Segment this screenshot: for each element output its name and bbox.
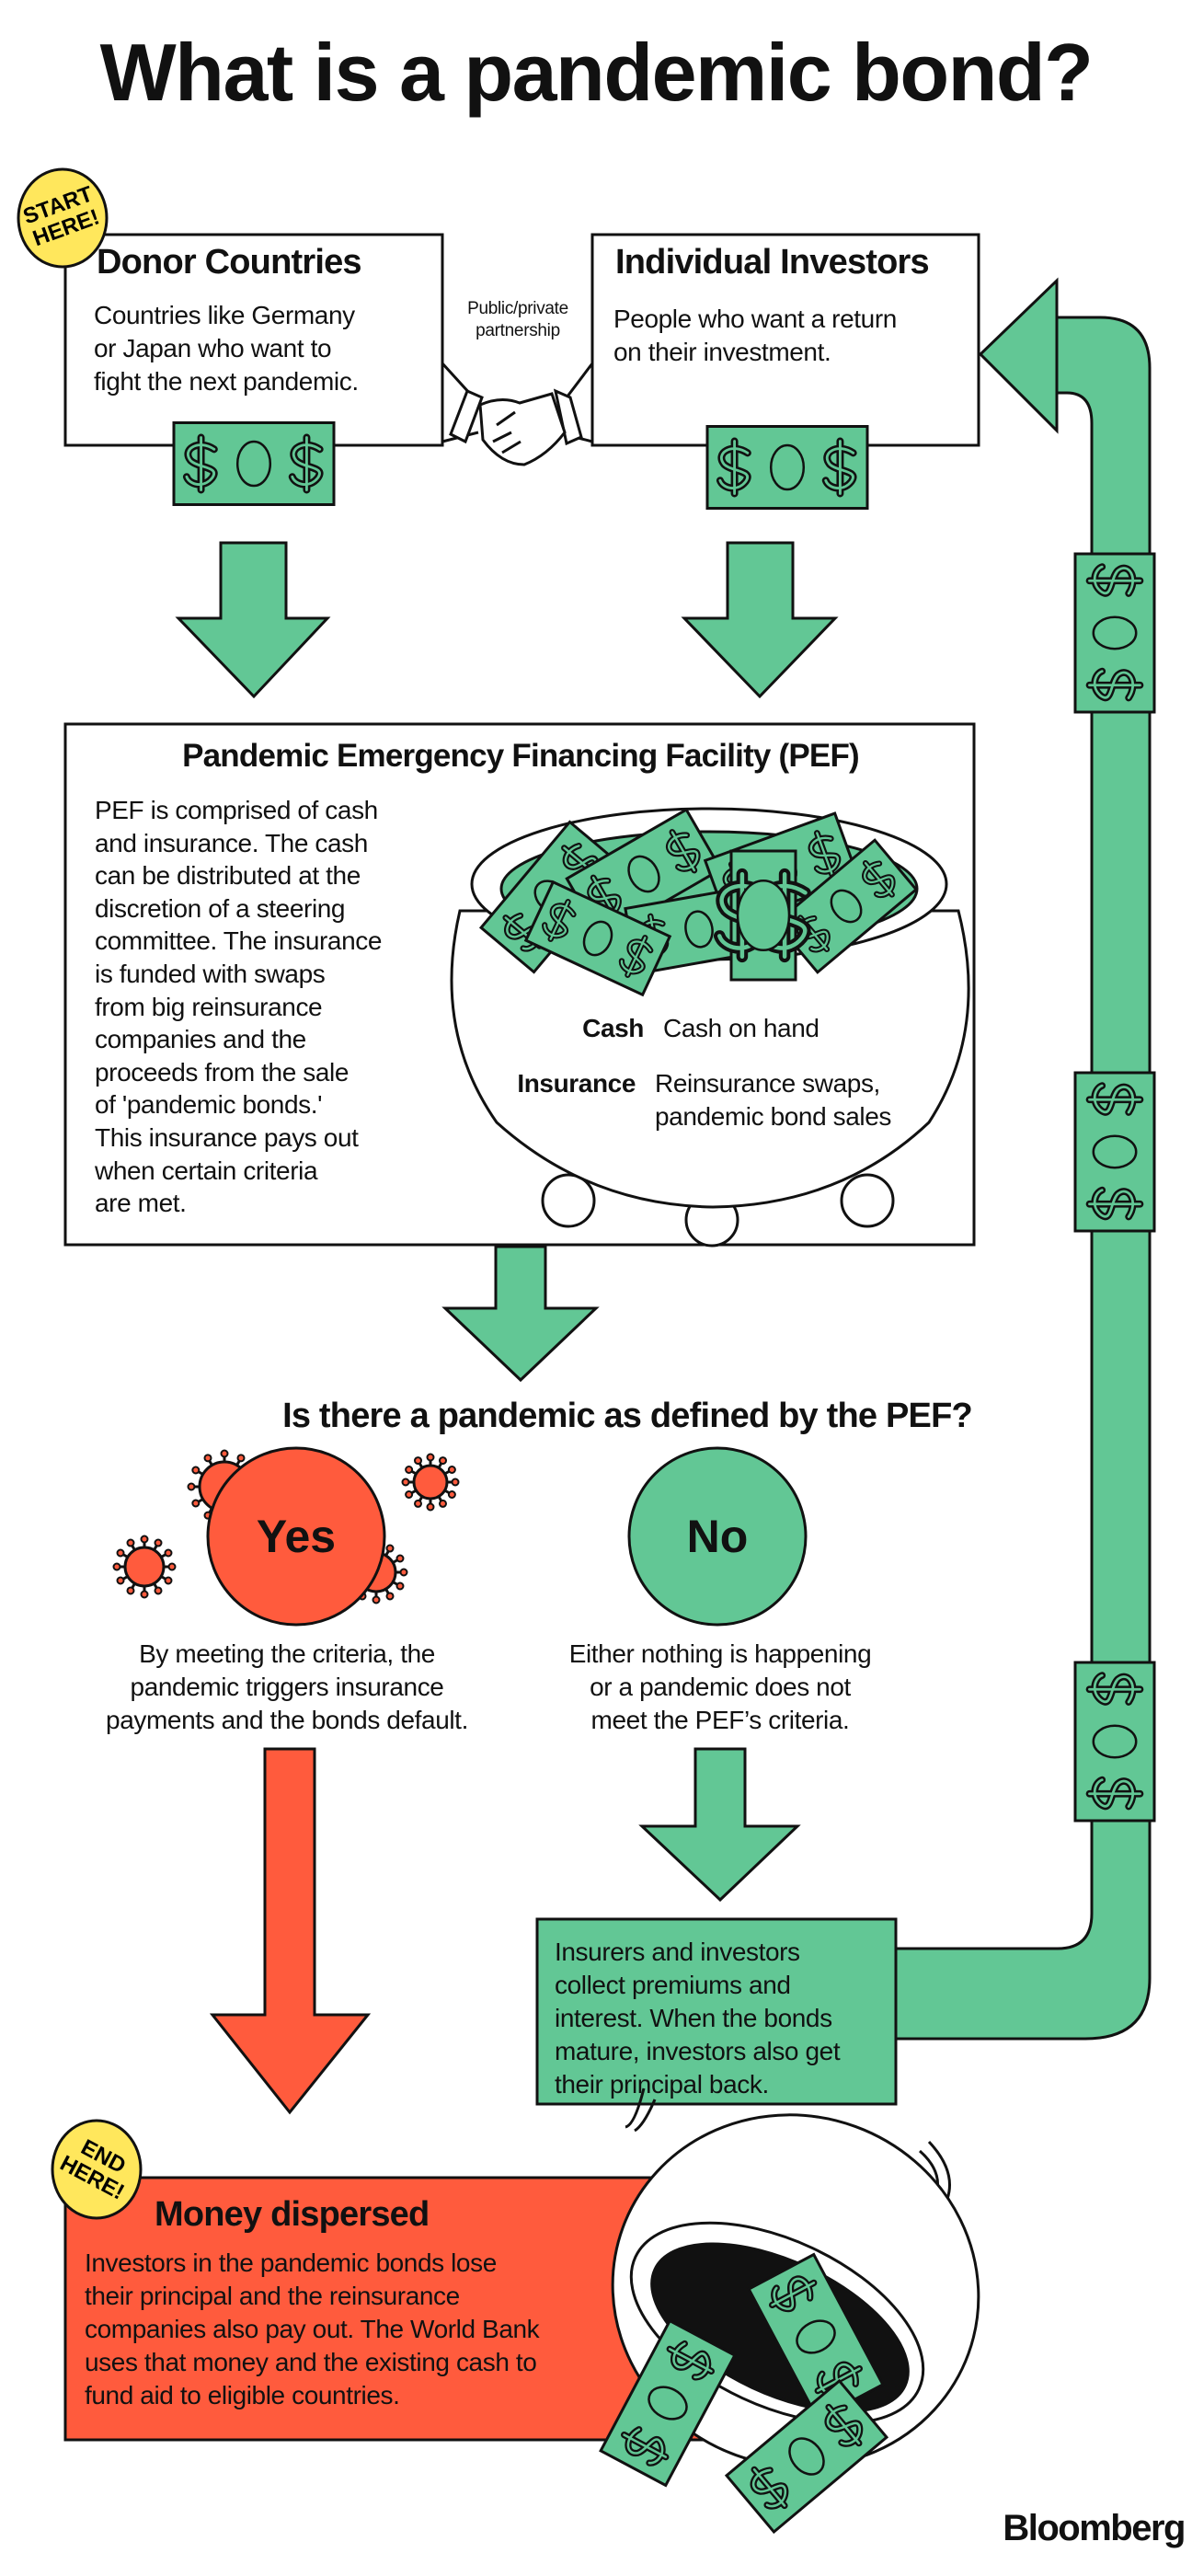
insurers-line: collect premiums and <box>555 1971 791 1999</box>
pef-line: and insurance. The cash <box>95 828 368 857</box>
partnership-label: Public/private partnership <box>467 298 568 342</box>
insurance-value-line: pandemic bond sales <box>655 1102 892 1131</box>
insurance-value: Reinsurance swaps, pandemic bond sales <box>655 1067 891 1133</box>
yes-description: By meeting the criteria, the pandemic tr… <box>106 1638 468 1737</box>
no-line: or a pandemic does not <box>590 1673 851 1701</box>
donor-title: Donor Countries <box>97 243 362 282</box>
question-heading: Is there a pandemic as defined by the PE… <box>282 1397 973 1435</box>
pef-line: of 'pandemic bonds.' <box>95 1090 323 1120</box>
pef-line: companies and the <box>95 1025 306 1054</box>
investors-line: on their investment. <box>613 338 831 366</box>
bills <box>172 421 1156 1823</box>
partnership-line: Public/private <box>467 299 568 318</box>
falling-bills <box>599 2252 889 2535</box>
insurers-line: interest. When the bonds <box>555 2004 832 2032</box>
pef-line: is funded with swaps <box>95 959 326 988</box>
cash-label: Cash <box>582 1014 644 1042</box>
arrow-donor-to-pef <box>175 541 331 699</box>
investors-box <box>590 233 980 447</box>
dispersed-line: uses that money and the existing cash to <box>85 2348 537 2376</box>
dollar-bill-icon <box>705 425 869 510</box>
investors-title: Individual Investors <box>615 243 930 282</box>
arrow-investors-to-pef <box>681 541 839 699</box>
dollar-bill-icon <box>523 880 672 997</box>
start-here-badge: START HERE! <box>17 167 109 269</box>
dollar-bill-icon <box>1073 552 1156 714</box>
yes-circle <box>206 1446 386 1627</box>
pef-line: proceeds from the sale <box>95 1057 350 1087</box>
pef-line: discretion of a steering <box>95 893 346 923</box>
dispersed-line: fund aid to eligible countries. <box>85 2381 400 2409</box>
yes-line: pandemic triggers insurance <box>130 1673 444 1701</box>
bloomberg-logo: Bloomberg <box>1003 2508 1186 2548</box>
dollar-bill-icon <box>724 2378 889 2535</box>
insurers-line: their principal back. <box>555 2070 769 2099</box>
dollar-bill-icon <box>599 2318 737 2488</box>
page-title: What is a pandemic bond? <box>99 27 1094 118</box>
donor-description: Countries like Germany or Japan who want… <box>94 299 359 398</box>
pot-bills <box>478 807 919 997</box>
pef-line: can be distributed at the <box>95 861 361 891</box>
insurance-label: Insurance <box>517 1069 636 1098</box>
virus-icon <box>112 1535 177 1599</box>
pef-line: from big reinsurance <box>95 992 323 1021</box>
end-here-badge: END HERE! <box>51 2119 143 2220</box>
yes-line: By meeting the criteria, the <box>139 1639 435 1668</box>
pef-title: Pandemic Emergency Financing Facility (P… <box>182 738 860 774</box>
insurers-line: Insurers and investors <box>555 1938 800 1966</box>
no-circle <box>627 1446 808 1627</box>
dollar-bill-icon <box>172 421 336 506</box>
pef-line: committee. The insurance <box>95 926 383 956</box>
arrow-no-to-insurers <box>638 1747 801 1903</box>
insurers-line: mature, investors also get <box>555 2037 841 2065</box>
dollar-bill-icon <box>1073 1661 1156 1823</box>
no-line: Either nothing is happening <box>568 1639 872 1668</box>
insurers-box <box>535 1917 898 2106</box>
investors-description: People who want a return on their invest… <box>613 303 897 369</box>
pef-line: when certain criteria <box>95 1156 318 1185</box>
dispersed-line: companies also pay out. The World Bank <box>85 2315 540 2343</box>
yes-label: Yes <box>256 1511 337 1562</box>
virus-icon <box>401 1453 460 1512</box>
arrow-pef-to-question <box>441 1245 600 1383</box>
dispersed-line: their principal and the reinsurance <box>85 2282 460 2310</box>
donor-line: fight the next pandemic. <box>94 367 359 396</box>
no-line: meet the PEF’s criteria. <box>590 1706 850 1734</box>
pef-line: This insurance pays out <box>95 1122 359 1152</box>
dollar-bill-icon <box>1073 1071 1156 1233</box>
dollar-bill-icon <box>713 849 811 982</box>
pef-line: are met. <box>95 1189 187 1218</box>
insurers-description: Insurers and investors collect premiums … <box>555 1936 841 2101</box>
dollar-bill-icon <box>747 2252 885 2421</box>
dispersed-title: Money dispersed <box>155 2195 430 2234</box>
no-label: No <box>686 1511 749 1562</box>
donor-line: or Japan who want to <box>94 334 332 362</box>
arrow-yes-to-dispersed <box>209 1747 372 2115</box>
dispersed-description: Investors in the pandemic bonds lose the… <box>85 2247 540 2412</box>
donor-line: Countries like Germany <box>94 301 355 329</box>
no-description: Either nothing is happening or a pandemi… <box>569 1638 872 1737</box>
yes-line: payments and the bonds default. <box>106 1706 468 1734</box>
virus-icons <box>112 1449 460 1604</box>
cash-value: Cash on hand <box>663 1014 820 1042</box>
partnership-line: partnership <box>476 321 560 340</box>
return-arrow-head <box>978 277 1059 434</box>
handshake-icon <box>441 362 594 466</box>
donor-box <box>63 233 444 447</box>
pef-description: PEF is comprised of cash and insurance. … <box>95 794 382 1220</box>
dispersed-line: Investors in the pandemic bonds lose <box>85 2248 497 2277</box>
insurance-value-line: Reinsurance swaps, <box>655 1069 880 1098</box>
pef-line: PEF is comprised of cash <box>95 796 378 824</box>
investors-line: People who want a return <box>613 305 897 333</box>
